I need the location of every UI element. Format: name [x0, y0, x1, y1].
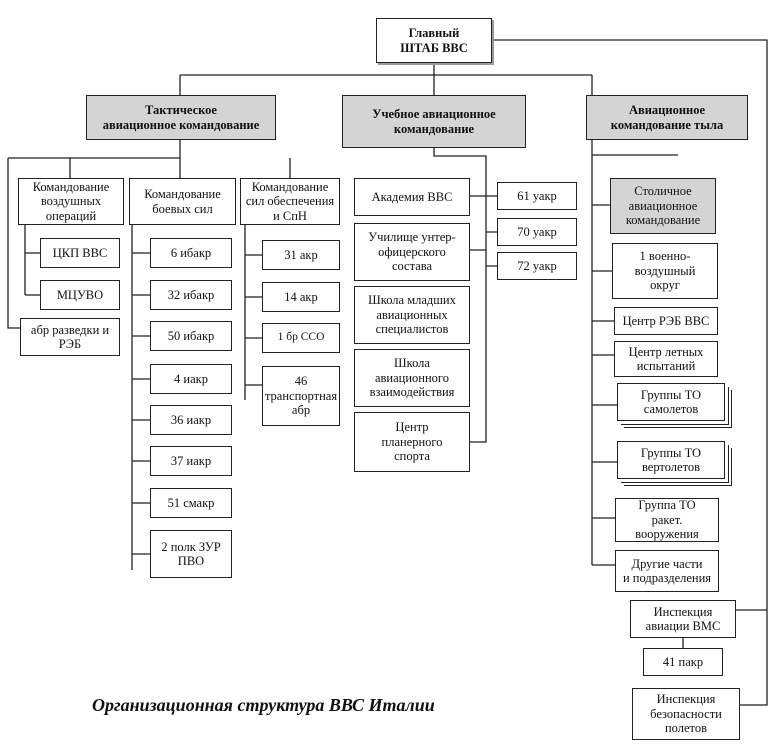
combat-unit-box: 37 иакр	[150, 446, 232, 476]
recon-box: абр разведки и РЭБ	[20, 318, 120, 356]
air-ops-unit-box: МЦУВО	[40, 280, 120, 310]
support-unit-box: 46 транспортная абр	[262, 366, 340, 426]
capital-command-box: Столичное авиационное командование	[610, 178, 716, 234]
logistics-unit-box: Другие части и подразделения	[615, 550, 719, 592]
logistics-unit-box: Центр летных испытаний	[614, 341, 718, 377]
logistics-command-box: Авиационное командование тыла	[586, 95, 748, 140]
logistics-unit-box: Группы ТО самолетов	[617, 383, 725, 421]
support-unit-box: 31 акр	[262, 240, 340, 270]
combat-unit-box: 32 ибакр	[150, 280, 232, 310]
support-command-box: Командование сил обеспечения и СпН	[240, 178, 340, 225]
diagram-caption: Организационная структура ВВС Италии	[92, 695, 435, 715]
training-wing-box: 61 уакр	[497, 182, 577, 210]
training-command-box: Учебное авиационное командование	[342, 95, 526, 148]
training-school-box: Училище унтер- офицерского состава	[354, 223, 470, 281]
training-school-box: Академия ВВС	[354, 178, 470, 216]
tactical-command-box: Тактическое авиационное командование	[86, 95, 276, 140]
combat-unit-box: 2 полк ЗУР ПВО	[150, 530, 232, 578]
navy-inspection-box: Инспекция авиации ВМС	[630, 600, 736, 638]
combat-unit-box: 6 ибакр	[150, 238, 232, 268]
combat-unit-box: 4 иакр	[150, 364, 232, 394]
combat-command-box: Командование боевых сил	[129, 178, 236, 225]
training-school-box: Школа младших авиационных специалистов	[354, 286, 470, 344]
training-school-box: Центр планерного спорта	[354, 412, 470, 472]
training-school-box: Школа авиационного взаимодействия	[354, 349, 470, 407]
combat-unit-box: 50 ибакр	[150, 321, 232, 351]
safety-inspection-box: Инспекция безопасности полетов	[632, 688, 740, 740]
logistics-unit-box: Группа ТО ракет. вооружения	[615, 498, 719, 542]
support-unit-box: 14 акр	[262, 282, 340, 312]
combat-unit-box: 36 иакр	[150, 405, 232, 435]
logistics-unit-box: Центр РЭБ ВВС	[614, 307, 718, 335]
training-wing-box: 72 уакр	[497, 252, 577, 280]
navy-wing-box: 41 пакр	[643, 648, 723, 676]
logistics-unit-box: Группы ТО вертолетов	[617, 441, 725, 479]
support-unit-box: 1 бр ССО	[262, 323, 340, 353]
logistics-unit-box: 1 военно- воздушный округ	[612, 243, 718, 299]
main-hq-box: Главный ШТАБ ВВС	[376, 18, 492, 63]
air-ops-command-box: Командование воздушных операций	[18, 178, 124, 225]
air-ops-unit-box: ЦКП ВВС	[40, 238, 120, 268]
training-wing-box: 70 уакр	[497, 218, 577, 246]
combat-unit-box: 51 смакр	[150, 488, 232, 518]
